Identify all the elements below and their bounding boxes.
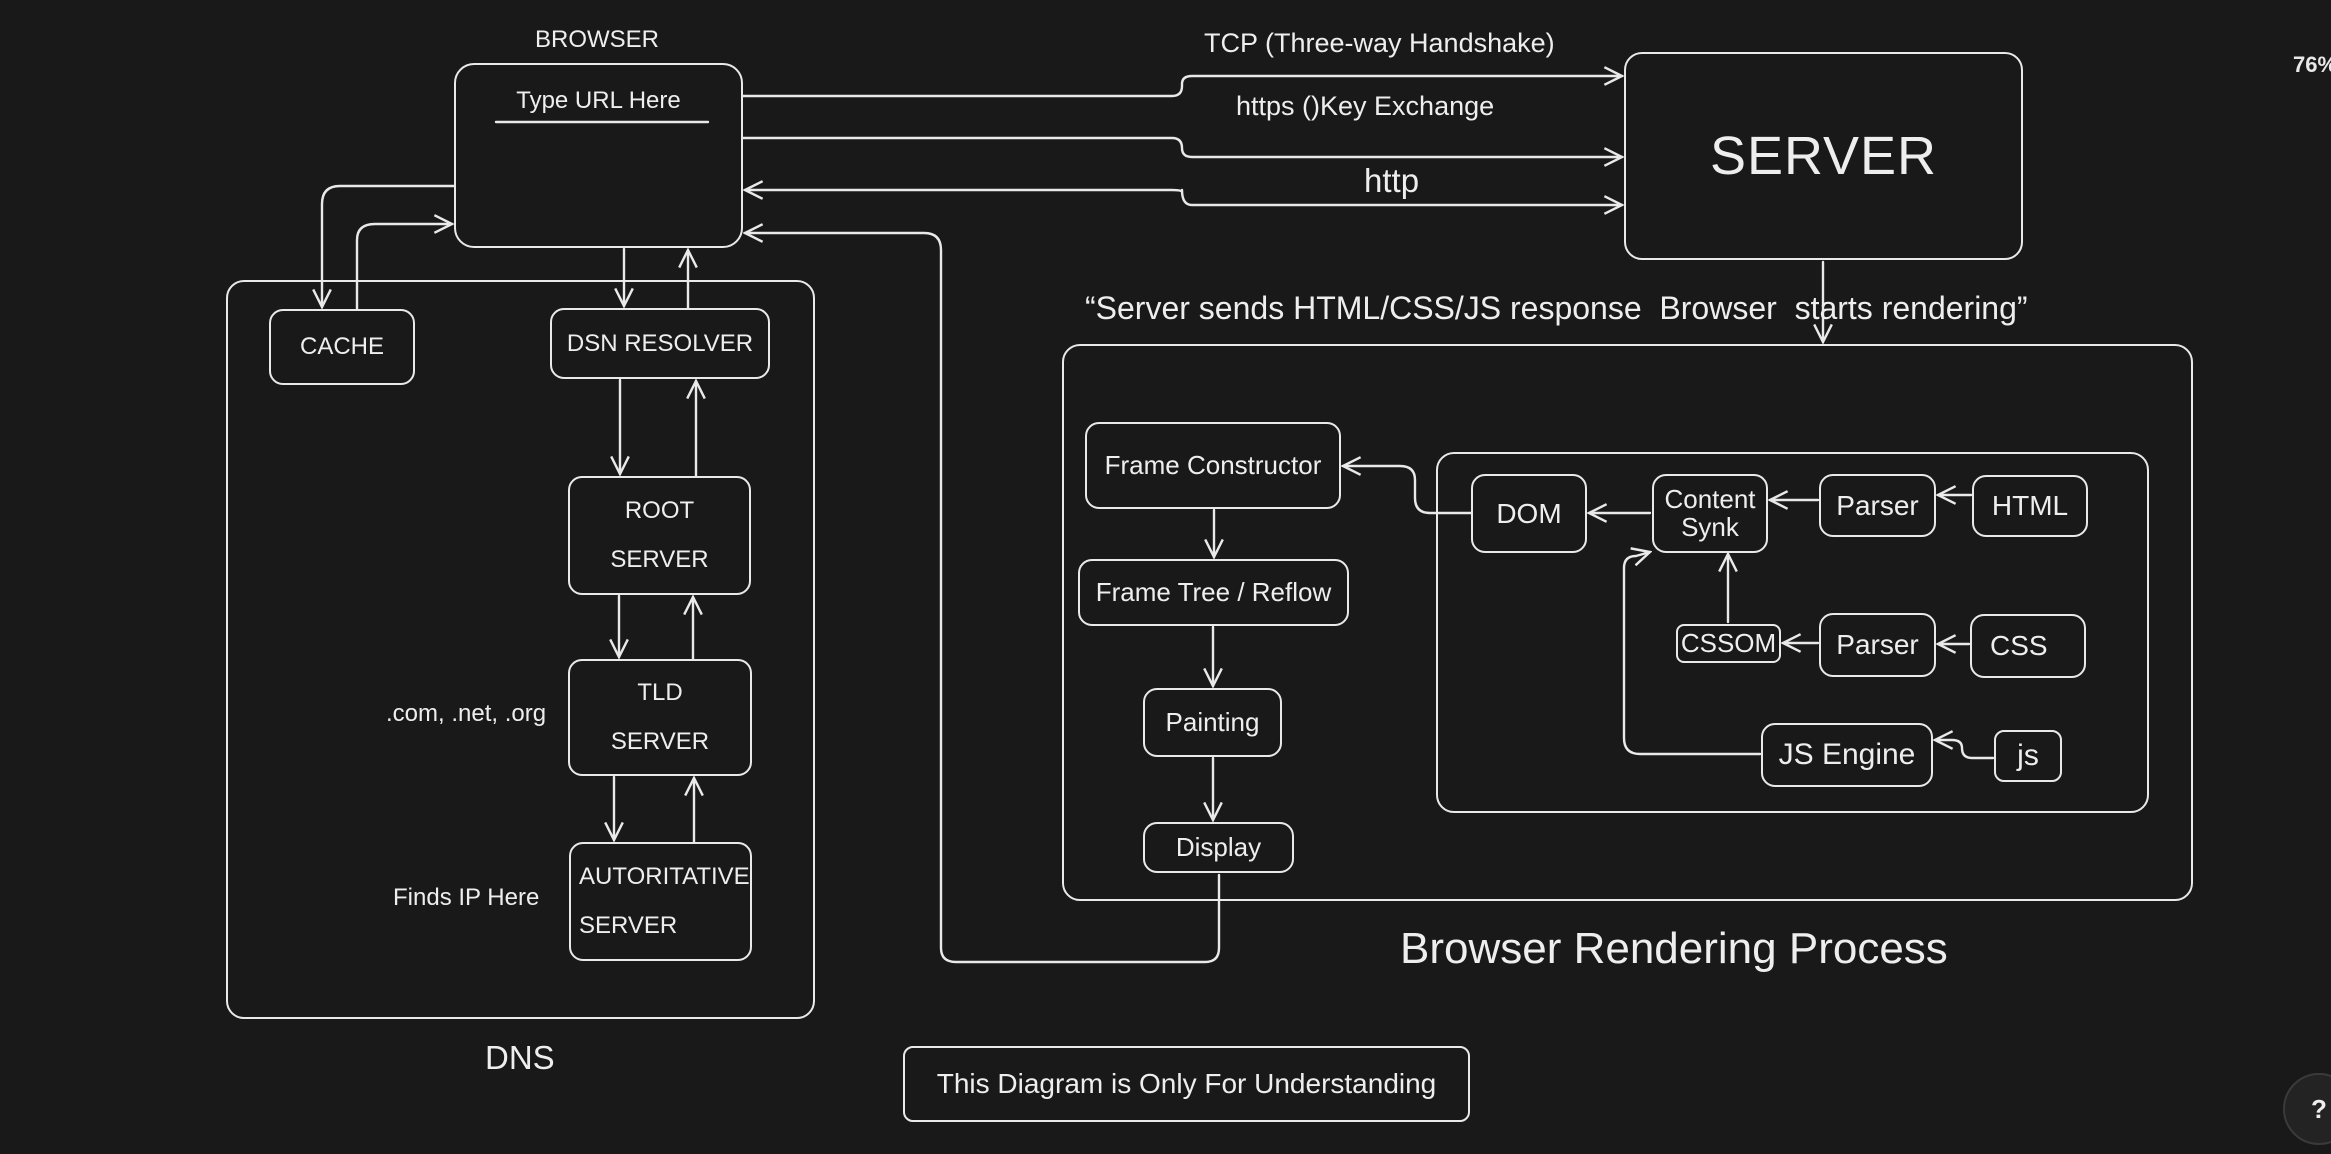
authoritative-server-line2: SERVER	[579, 912, 678, 940]
arrow-cache-to-browser	[355, 224, 452, 311]
authoritative-note: Finds IP Here	[393, 884, 540, 911]
arrow-dom-to-constructor	[1343, 466, 1473, 515]
dom-box: DOM	[1471, 474, 1587, 553]
css-parser-label: Parser	[1836, 629, 1919, 660]
css-label: CSS	[1990, 630, 2048, 661]
tld-note: .com, .net, .org	[386, 700, 547, 727]
content-sink-line1: Content	[1664, 484, 1756, 515]
frame-tree-box: Frame Tree / Reflow	[1078, 559, 1349, 626]
js-engine-box: JS Engine	[1761, 723, 1933, 787]
arrow-https	[741, 136, 1622, 157]
browser-title: BROWSER	[535, 26, 660, 53]
html-box: HTML	[1972, 475, 2088, 537]
arrow-display-to-browser	[745, 233, 1221, 964]
response-caption: “Server sends HTML/CSS/JS response Brows…	[1085, 290, 2028, 326]
https-label: https ()Key Exchange	[1236, 91, 1495, 121]
js-engine-label: JS Engine	[1778, 738, 1916, 771]
dns-group	[226, 280, 815, 1019]
content-sink-box: Content Synk	[1652, 474, 1768, 553]
cache-box: CACHE	[269, 309, 415, 385]
html-label: HTML	[1991, 490, 2069, 521]
rendering-title: Browser Rendering Process	[1400, 924, 1948, 973]
tld-server-line1: TLD	[637, 679, 683, 707]
cssom-box: CSSOM	[1676, 624, 1781, 663]
frame-constructor-label: Frame Constructor	[1104, 450, 1322, 480]
js-label: js	[2017, 739, 2039, 772]
css-parser-box: Parser	[1819, 613, 1936, 677]
dns-title: DNS	[485, 1039, 555, 1076]
root-server-box: ROOT SERVER	[568, 476, 751, 595]
dns-resolver-label: DSN RESOLVER	[566, 329, 754, 357]
arrow-browser-to-cache	[322, 184, 456, 307]
content-sink-line2: Synk	[1681, 511, 1739, 542]
cache-label: CACHE	[299, 333, 384, 360]
dom-label: DOM	[1496, 497, 1562, 529]
browser-window[interactable]: Type URL Here	[454, 63, 743, 248]
tld-server-line2: SERVER	[610, 727, 710, 755]
dns-resolver-box: DSN RESOLVER	[550, 308, 770, 379]
js-box: js	[1994, 730, 2062, 782]
html-parser-box: Parser	[1819, 474, 1936, 537]
root-server-line2: SERVER	[610, 546, 709, 574]
url-input-placeholder[interactable]: Type URL Here	[516, 87, 681, 114]
cssom-label: CSSOM	[1680, 628, 1777, 658]
html-parser-label: Parser	[1836, 489, 1919, 521]
display-label: Display	[1175, 832, 1262, 862]
parsing-panel	[1436, 452, 2149, 813]
painting-label: Painting	[1165, 707, 1260, 737]
frame-constructor-box: Frame Constructor	[1085, 422, 1341, 509]
authoritative-server-box: AUTORITATIVE SERVER	[569, 842, 752, 961]
css-box: CSS	[1970, 614, 2086, 678]
server-title: SERVER	[1709, 126, 1938, 186]
zoom-level-indicator[interactable]: 76%	[2293, 52, 2331, 77]
arrow-js-to-jsengine	[1935, 740, 1995, 760]
authoritative-server-line1: AUTORITATIVE	[579, 862, 750, 890]
arrow-tcp	[741, 76, 1622, 98]
rendering-panel	[1062, 344, 2193, 901]
painting-box: Painting	[1143, 688, 1282, 757]
arrow-http-response	[745, 190, 1184, 192]
http-label: http	[1364, 162, 1420, 199]
root-server-line1: ROOT	[624, 496, 695, 524]
tld-server-box: TLD SERVER	[568, 659, 752, 776]
footer-note-box: This Diagram is Only For Understanding	[903, 1046, 1470, 1122]
frame-tree-label: Frame Tree / Reflow	[1095, 577, 1332, 607]
help-icon: ?	[2311, 1093, 2327, 1124]
footer-note-label: This Diagram is Only For Understanding	[936, 1068, 1437, 1099]
arrow-jsengine-to-sink	[1622, 552, 1762, 756]
server-box: SERVER	[1624, 52, 2023, 260]
tcp-label: TCP (Three-way Handshake)	[1204, 28, 1555, 58]
display-box: Display	[1143, 822, 1294, 873]
